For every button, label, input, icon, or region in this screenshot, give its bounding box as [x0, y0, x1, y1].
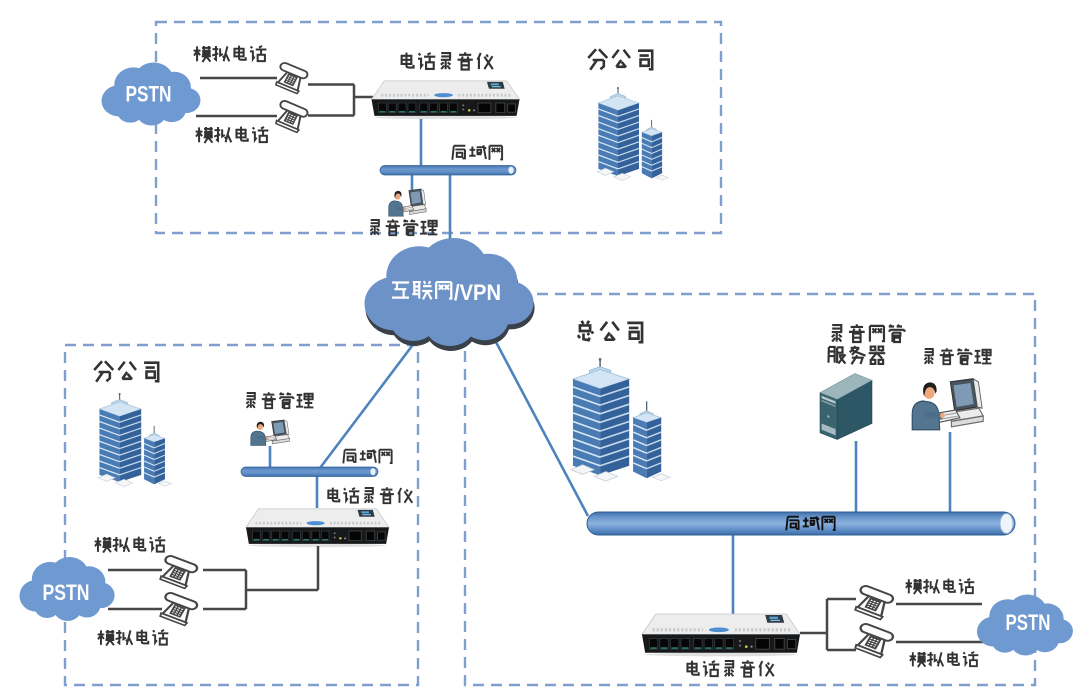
svg-text:PSTN: PSTN [1006, 610, 1051, 635]
svg-text:PSTN: PSTN [126, 82, 172, 107]
svg-text:/VPN: /VPN [454, 280, 501, 305]
svg-text:PSTN: PSTN [43, 580, 90, 605]
